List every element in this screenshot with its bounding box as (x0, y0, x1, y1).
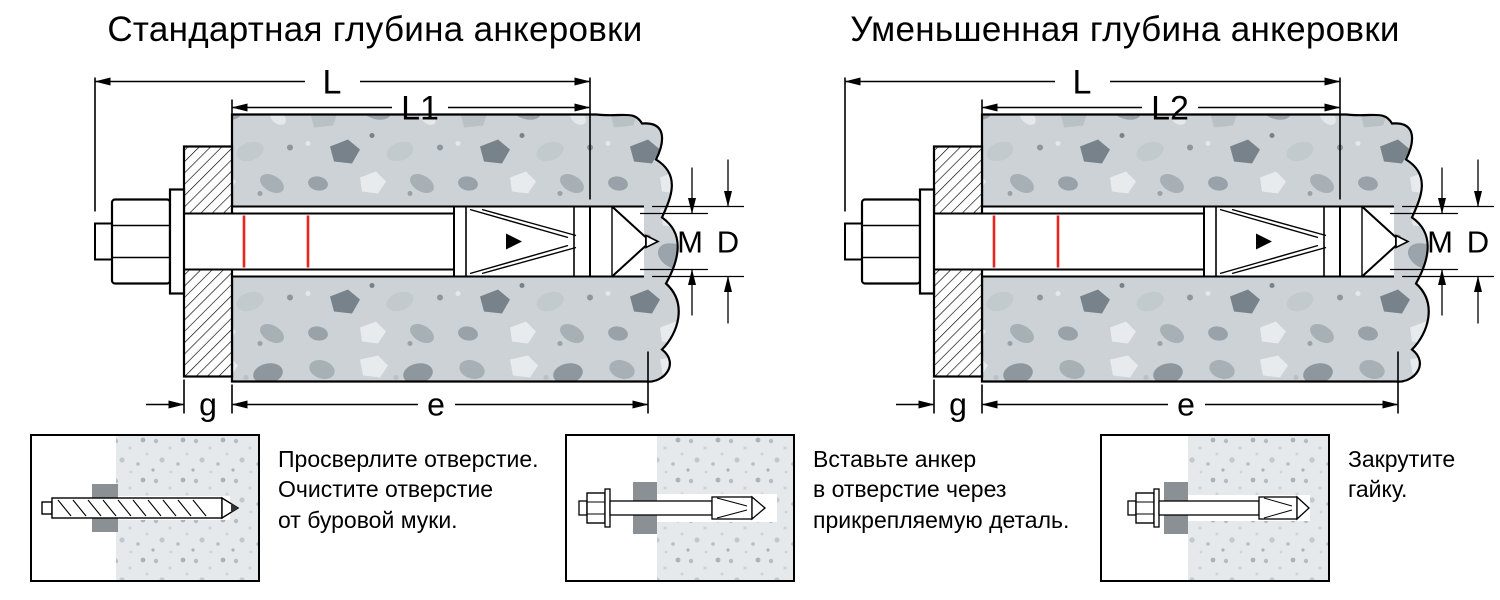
dim-label-e: e (1177, 387, 1195, 423)
diagram-standard-depth: Стандартная глубина анкеровки (0, 0, 750, 428)
expansion-sleeve (453, 205, 591, 278)
step-tighten-caption: Закрутите гайку. (1348, 446, 1456, 503)
dim-label-L2: L2 (1151, 90, 1189, 128)
dim-line-g-e (146, 351, 649, 414)
dim-label-M: M (677, 225, 703, 260)
dim-label-D: D (717, 225, 739, 260)
anchor-icon (1127, 488, 1310, 528)
dim-label-M: M (1427, 225, 1453, 260)
dim-line-L1 (231, 99, 591, 114)
dim-line-g-e (896, 351, 1399, 414)
expansion-sleeve (1203, 205, 1341, 278)
dim-label-D: D (1467, 225, 1489, 260)
dim-label-L: L (1073, 64, 1092, 102)
anchor-icon (578, 488, 767, 528)
washer (168, 188, 186, 295)
anchor-rod (933, 212, 1205, 271)
hex-nut (94, 198, 172, 285)
dim-line-L (94, 77, 591, 212)
step-insert-caption: Вставьте анкер в отверстие через прикреп… (813, 446, 1070, 533)
step-tighten-figure (1100, 434, 1330, 582)
cone-tip (589, 205, 660, 278)
anchoring-diagrams: Стандартная глубина анкеровки (0, 0, 1500, 428)
step-tighten: Закрутите гайку. (1100, 434, 1500, 582)
cone-tip (1339, 205, 1410, 278)
dim-label-L1: L1 (401, 90, 439, 128)
dim-label-g: g (949, 387, 967, 423)
step-insert: Вставьте анкер в отверстие через прикреп… (565, 434, 1100, 582)
dim-line-L2 (981, 99, 1341, 114)
dim-label-g: g (199, 387, 217, 423)
step-drill-caption: Просверлите отверстие. Очистите отверсти… (278, 446, 539, 533)
anchor-rod (183, 212, 455, 271)
dim-line-M-D (640, 159, 744, 324)
hex-nut (844, 198, 922, 285)
diagram-title-reduced: Уменьшенная глубина анкеровки (850, 10, 1400, 49)
anchor-diagram-reduced: L L2 g e (844, 64, 1494, 423)
anchor-diagram-standard: L L1 g e (94, 64, 744, 423)
dim-label-e: e (427, 387, 445, 423)
dim-line-L (844, 77, 1341, 212)
diagram-reduced-depth: Уменьшенная глубина анкеровки (750, 0, 1500, 428)
dim-label-L: L (323, 64, 342, 102)
diagram-title-standard: Стандартная глубина анкеровки (107, 10, 643, 49)
installation-steps: Просверлите отверстие. Очистите отверсти… (0, 434, 1500, 582)
dim-line-M-D (1390, 159, 1494, 324)
washer (918, 188, 936, 295)
step-drill-figure (30, 434, 260, 582)
step-drill: Просверлите отверстие. Очистите отверсти… (30, 434, 565, 582)
step-insert-figure (565, 434, 795, 582)
drill-bit-icon (41, 496, 240, 520)
